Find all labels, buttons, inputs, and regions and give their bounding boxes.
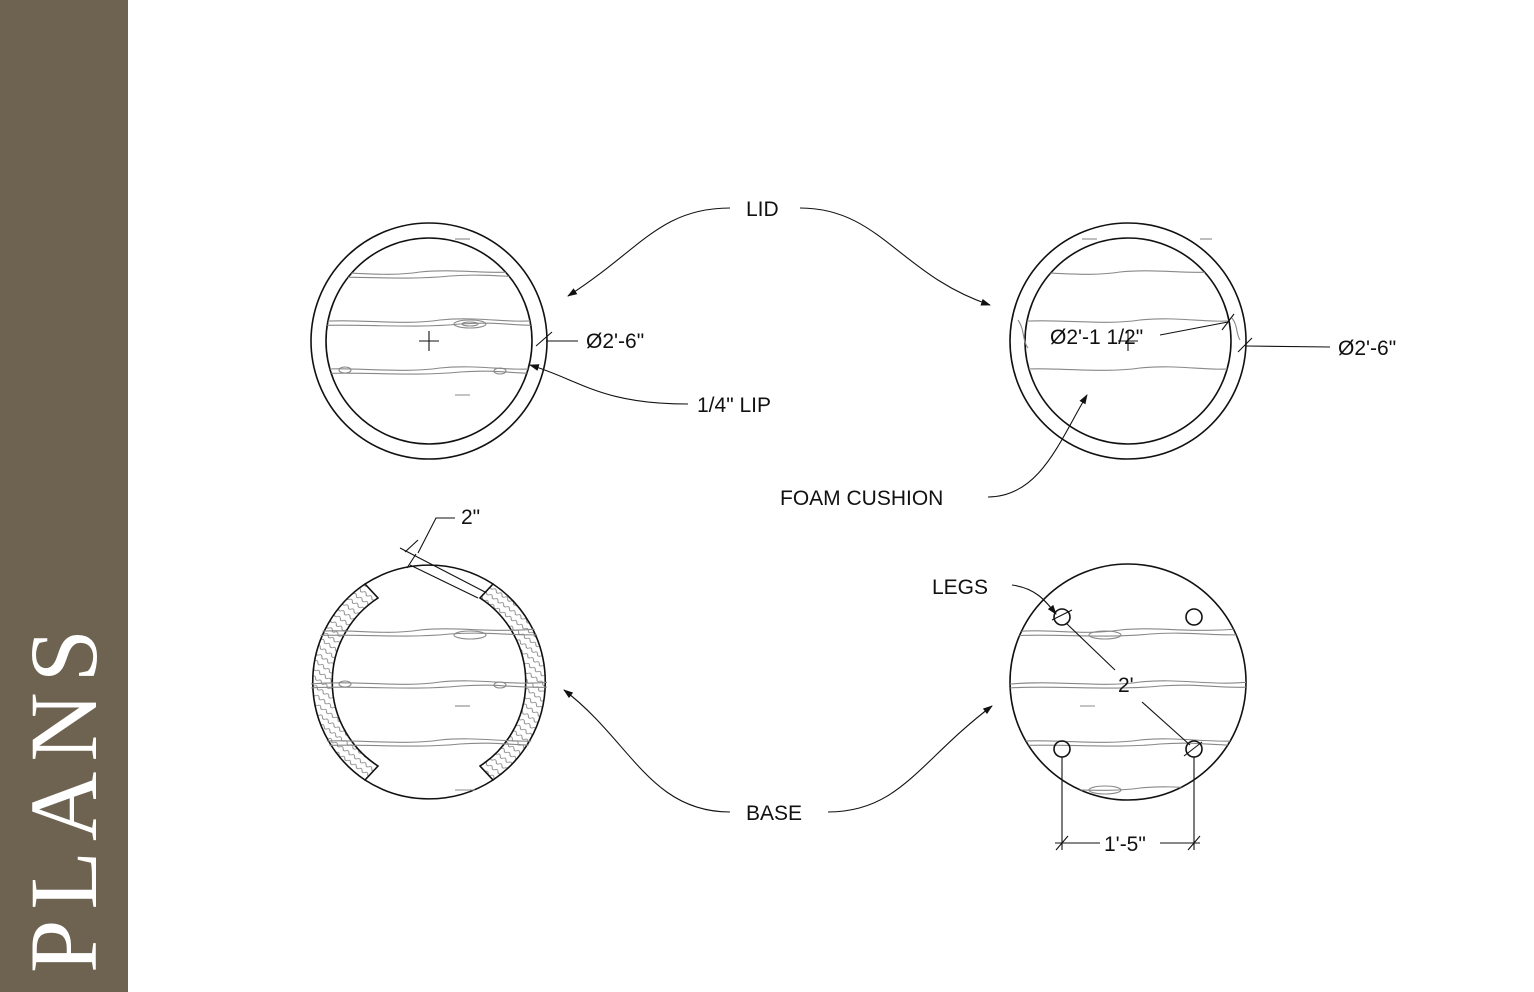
base-plan-left xyxy=(311,517,547,800)
wood-grain xyxy=(1025,269,1231,371)
base-plan-right xyxy=(1009,563,1247,851)
leg-top-left xyxy=(1053,608,1071,626)
lid-arrow-left xyxy=(567,207,731,297)
wall-thickness-label: 2" xyxy=(461,506,480,529)
lip-label: 1/4" LIP xyxy=(697,394,771,417)
leg-top-right xyxy=(1185,608,1203,626)
base-label: BASE xyxy=(746,802,802,825)
leg-bottom-left xyxy=(1053,740,1071,758)
wood-grain xyxy=(326,269,532,396)
wood-grain xyxy=(1010,627,1246,795)
base-arrow-right xyxy=(827,705,993,813)
leg-spacing-label: 1'-5" xyxy=(1104,833,1146,856)
lid-diameter-left-label: Ø2'-6" xyxy=(586,330,644,353)
lid-diameter-right-label: Ø2'-6" xyxy=(1338,337,1396,360)
sidebar: PLANS xyxy=(0,0,128,992)
lid-plan-right xyxy=(987,222,1331,498)
lid-label: LID xyxy=(746,198,779,221)
sidebar-title: PLANS xyxy=(10,618,117,974)
wood-grain xyxy=(311,627,547,791)
base-arrow-left xyxy=(563,689,731,813)
plans-drawing: Ø2'-6" 1/4" LIP LID Ø2'-1 1/2" Ø2'-6" FO… xyxy=(310,198,1396,856)
foam-cushion-label: FOAM CUSHION xyxy=(780,487,943,510)
lid-arrow-right xyxy=(799,207,991,306)
legs-label: LEGS xyxy=(932,576,988,599)
leg-diagonal-label: 2' xyxy=(1118,674,1134,697)
inner-diameter-label: Ø2'-1 1/2" xyxy=(1050,326,1143,349)
